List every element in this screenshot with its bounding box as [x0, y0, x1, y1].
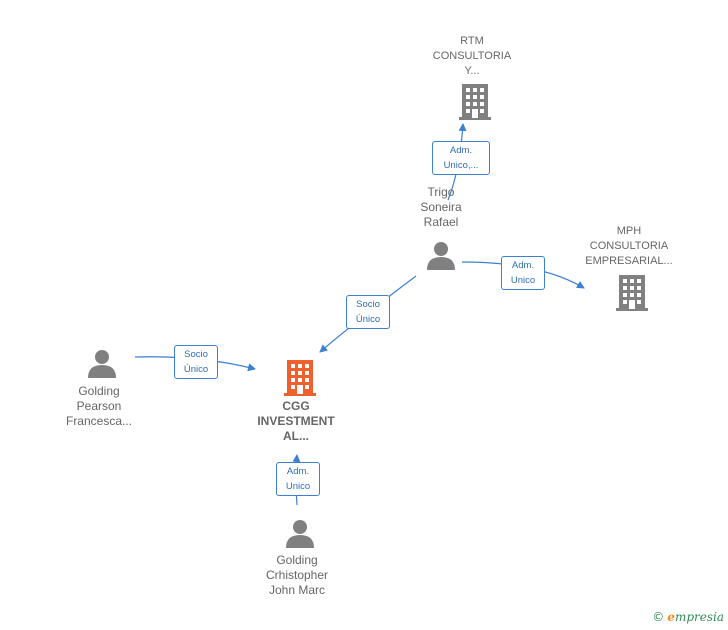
- copyright-symbol: ©: [652, 610, 665, 624]
- edge-label-trigo-rtm[interactable]: Adm. Unico,...: [432, 141, 490, 175]
- brand-initial: e: [667, 610, 675, 624]
- person-icon[interactable]: [285, 518, 315, 548]
- edge-label-trigo-cgg[interactable]: Socio Único: [346, 295, 390, 329]
- edge-label-pearson-cgg[interactable]: Socio Único: [174, 345, 218, 379]
- building-icon[interactable]: [616, 275, 648, 311]
- building-icon[interactable]: [459, 84, 491, 120]
- brand-footer: ©empresia: [652, 610, 724, 624]
- node-label-golding-pearson[interactable]: Golding Pearson Francesca...: [65, 384, 133, 428]
- node-label-trigo[interactable]: Trigo Soneira Rafael: [420, 185, 462, 229]
- edge-label-john-cgg[interactable]: Adm. Unico: [276, 462, 320, 496]
- main-building-icon[interactable]: [284, 360, 316, 396]
- edge-label-trigo-mph[interactable]: Adm. Unico: [501, 256, 545, 290]
- person-icon[interactable]: [87, 348, 117, 378]
- node-label-mph[interactable]: MPH CONSULTORIA EMPRESARIAL...: [585, 225, 673, 267]
- node-label-golding-john[interactable]: Golding Crhistopher John Marc: [265, 553, 329, 597]
- node-label-cgg[interactable]: CGG INVESTMENT AL...: [257, 399, 335, 443]
- node-label-rtm[interactable]: RTM CONSULTORIA Y...: [432, 35, 512, 77]
- person-icon[interactable]: [426, 240, 456, 270]
- brand-name: mpresia: [674, 610, 724, 624]
